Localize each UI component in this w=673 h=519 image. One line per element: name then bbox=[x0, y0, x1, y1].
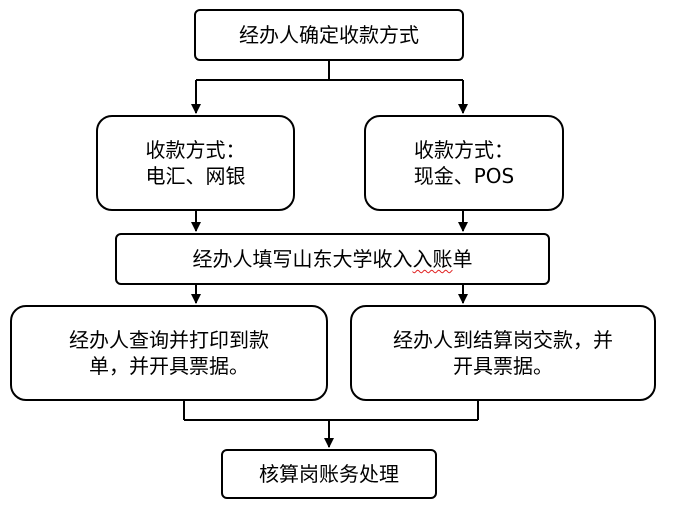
node-pay-cashier: 经办人到结算岗交款，并 开具票据。 bbox=[350, 305, 656, 401]
node-fill-form-text-before: 经办人填写山东大学收入 bbox=[192, 247, 413, 271]
node-query-print: 经办人查询并打印到款 单，并开具票据。 bbox=[10, 305, 328, 401]
node-accounting: 核算岗账务处理 bbox=[221, 449, 437, 499]
node-method-cash: 收款方式： 现金、POS bbox=[364, 115, 564, 211]
node-fill-form-text-after: 单 bbox=[452, 247, 473, 271]
node-method-cash-line1: 收款方式： bbox=[414, 138, 514, 162]
node-query-print-line1: 经办人查询并打印到款 bbox=[69, 328, 269, 352]
node-method-transfer: 收款方式： 电汇、网银 bbox=[96, 115, 295, 211]
node-pay-cashier-line1: 经办人到结算岗交款，并 bbox=[393, 328, 613, 352]
node-fill-form-text: 经办人填写山东大学收入入账单 bbox=[193, 246, 473, 272]
node-fill-form-text-flagged: 入账 bbox=[412, 247, 453, 271]
node-method-transfer-line1: 收款方式： bbox=[145, 138, 246, 162]
node-fill-form: 经办人填写山东大学收入入账单 bbox=[115, 233, 550, 285]
node-method-transfer-line2: 电汇、网银 bbox=[145, 164, 246, 188]
node-confirm-method-text: 经办人确定收款方式 bbox=[239, 23, 419, 47]
node-query-print-line2: 单，并开具票据。 bbox=[89, 354, 249, 378]
node-pay-cashier-line2: 开具票据。 bbox=[453, 354, 553, 378]
node-confirm-method: 经办人确定收款方式 bbox=[194, 9, 464, 61]
node-accounting-text: 核算岗账务处理 bbox=[259, 462, 399, 486]
node-method-cash-line2: 现金、POS bbox=[413, 164, 515, 188]
